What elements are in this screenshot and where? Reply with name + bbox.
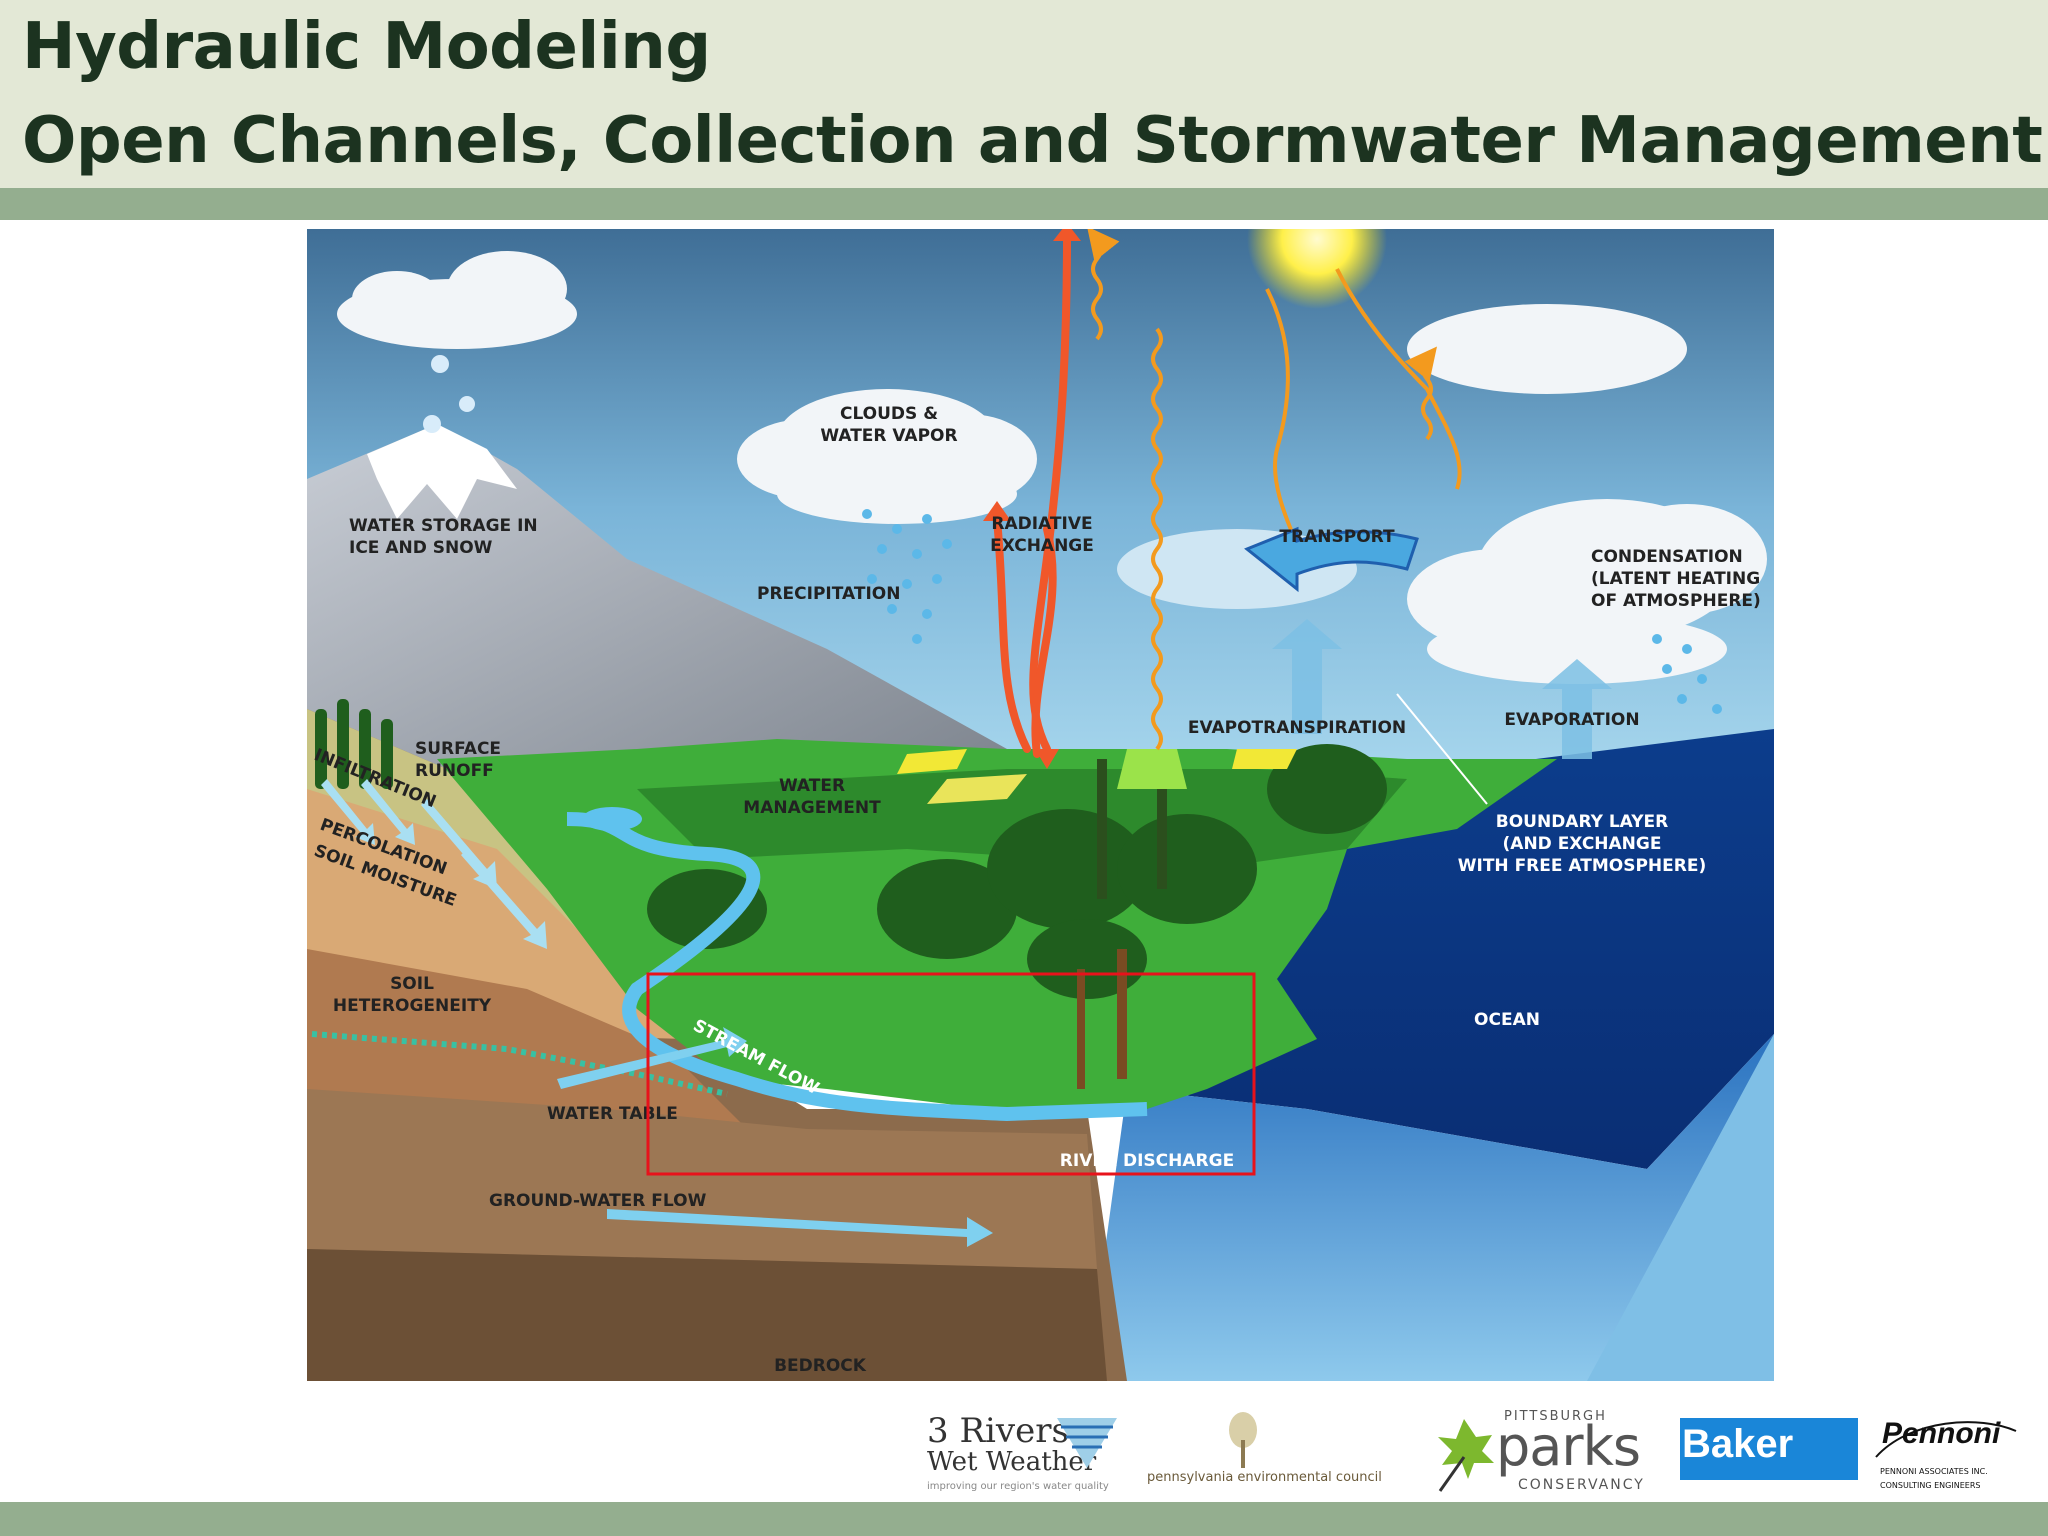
- precipitation-drops: [862, 509, 1722, 714]
- river: [566, 812, 1148, 1122]
- label-water-table: WATER TABLE: [547, 1104, 678, 1124]
- wave-icon: [1057, 1418, 1117, 1468]
- label-soil-heterogeneity-2: HETEROGENEITY: [333, 996, 492, 1016]
- label-river-discharge: RIVER DISCHARGE: [1060, 1151, 1234, 1171]
- label-evapotranspiration: EVAPOTRANSPIRATION: [1188, 718, 1406, 738]
- label-radiative: RADIATIVE: [991, 514, 1092, 534]
- sun: [1247, 229, 1387, 309]
- label-condensation: CONDENSATION: [1591, 547, 1743, 567]
- snowflakes: [423, 355, 475, 433]
- logo-baker: Baker: [1680, 1418, 1858, 1480]
- pennoni-swoosh-icon: [1875, 1421, 2017, 1458]
- label-surface-runoff: SURFACE: [415, 739, 501, 759]
- label-bedrock: BEDROCK: [774, 1356, 867, 1376]
- label-evaporation: EVAPORATION: [1504, 710, 1639, 730]
- label-clouds: CLOUDS &: [840, 404, 938, 424]
- label-radiative-2: EXCHANGE: [990, 536, 1094, 556]
- label-boundary-layer: BOUNDARY LAYER: [1496, 812, 1668, 832]
- mountain-snow: [367, 424, 517, 519]
- radiative-arrowheads: [983, 229, 1081, 769]
- label-condensation-2: (LATENT HEATING: [1591, 569, 1760, 589]
- leaf-icon: [1438, 1419, 1494, 1492]
- mountain: [307, 424, 1027, 789]
- slide-title: Hydraulic Modeling: [22, 10, 711, 84]
- logo-pennoni: Pennoni PENNONI ASSOCIATES INC. CONSULTI…: [1870, 1411, 2020, 1496]
- soil-layers: [307, 709, 1127, 1381]
- label-condensation-3: OF ATMOSPHERE): [1591, 591, 1761, 611]
- evaporation-arrows: [1272, 619, 1612, 759]
- label-ice-snow-2: ICE AND SNOW: [349, 538, 493, 558]
- clouds: [337, 251, 1767, 684]
- radiative-arrows: [993, 235, 1071, 758]
- tree-icon: [1229, 1412, 1257, 1468]
- header-divider-band: [0, 188, 2048, 220]
- logo-pittsburgh-parks-conservancy: PITTSBURGH parks CONSERVANCY: [1432, 1409, 1662, 1494]
- label-clouds-2: WATER VAPOR: [820, 426, 957, 446]
- fields: [897, 749, 1297, 804]
- sponsor-logos: 3 Rivers Wet Weather improving our regio…: [0, 1405, 2048, 1500]
- boundary-layer-line: [1396, 693, 1488, 805]
- label-surface-runoff-2: RUNOFF: [415, 761, 494, 781]
- water-cycle-diagram: CLOUDS & WATER VAPOR WATER STORAGE IN IC…: [307, 229, 1774, 1381]
- label-water-management-2: MANAGEMENT: [743, 798, 881, 818]
- label-transport: TRANSPORT: [1279, 527, 1395, 547]
- label-precipitation: PRECIPITATION: [757, 584, 900, 604]
- slide-subtitle: Open Channels, Collection and Stormwater…: [22, 104, 2043, 178]
- reservoir: [582, 807, 642, 831]
- water-table-line: [311, 1031, 728, 1097]
- ground-water-arrows: [557, 1027, 993, 1247]
- transport-arrow: [1244, 526, 1419, 593]
- label-boundary-layer-2: (AND EXCHANGE: [1503, 834, 1662, 854]
- label-water-management: WATER: [779, 776, 845, 796]
- runoff-arrows: [321, 779, 547, 949]
- label-boundary-layer-3: WITH FREE ATMOSPHERE): [1458, 856, 1706, 876]
- title-bar: Hydraulic Modeling Open Channels, Collec…: [0, 0, 2048, 188]
- footer-band: [0, 1502, 2048, 1536]
- label-ground-water-flow: GROUND-WATER FLOW: [489, 1191, 707, 1211]
- logo-pennsylvania-environmental-council: pennsylvania environmental council: [1145, 1410, 1395, 1490]
- label-ice-snow: WATER STORAGE IN: [349, 516, 538, 536]
- logo-3-rivers-wet-weather: 3 Rivers Wet Weather improving our regio…: [925, 1411, 1125, 1492]
- label-soil-heterogeneity: SOIL: [390, 974, 434, 994]
- label-ocean: OCEAN: [1474, 1010, 1540, 1030]
- highlight-box: [646, 972, 1256, 1176]
- trees: [315, 699, 1387, 1089]
- ocean-cross-section: [1087, 1034, 1774, 1381]
